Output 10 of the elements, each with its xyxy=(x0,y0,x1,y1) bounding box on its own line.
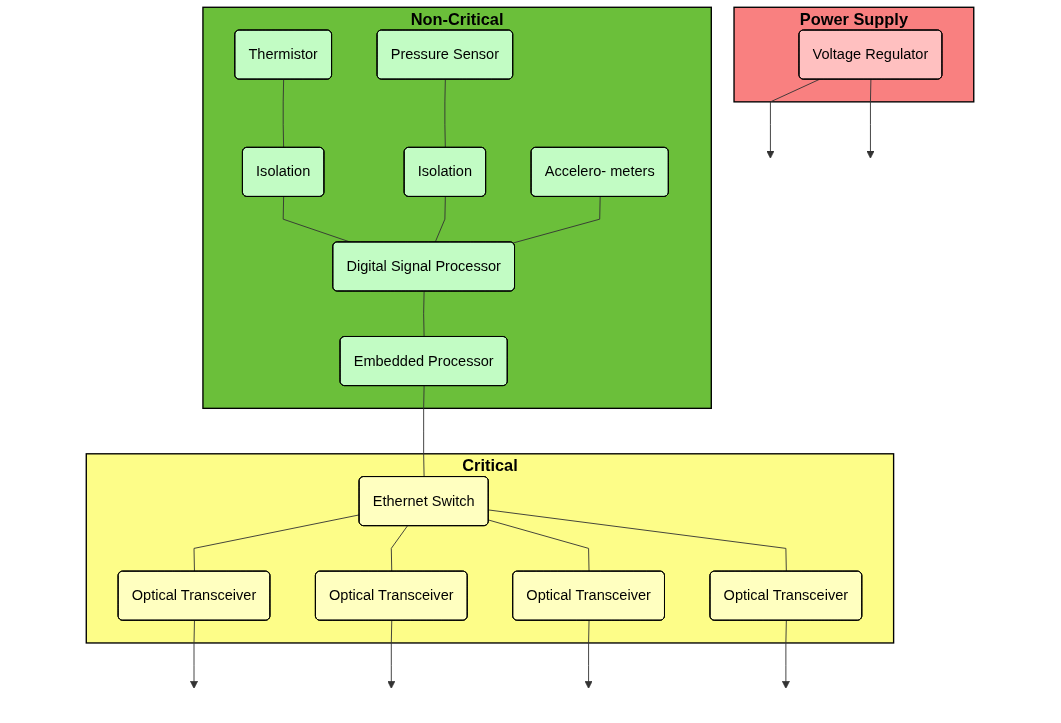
connector xyxy=(194,514,361,573)
connector xyxy=(488,509,788,573)
connector xyxy=(423,385,426,478)
connector xyxy=(512,196,602,244)
connector xyxy=(435,196,447,243)
connector xyxy=(391,525,409,573)
connector xyxy=(423,291,426,338)
connector xyxy=(488,519,590,573)
connector xyxy=(283,79,285,149)
connector xyxy=(444,79,447,149)
